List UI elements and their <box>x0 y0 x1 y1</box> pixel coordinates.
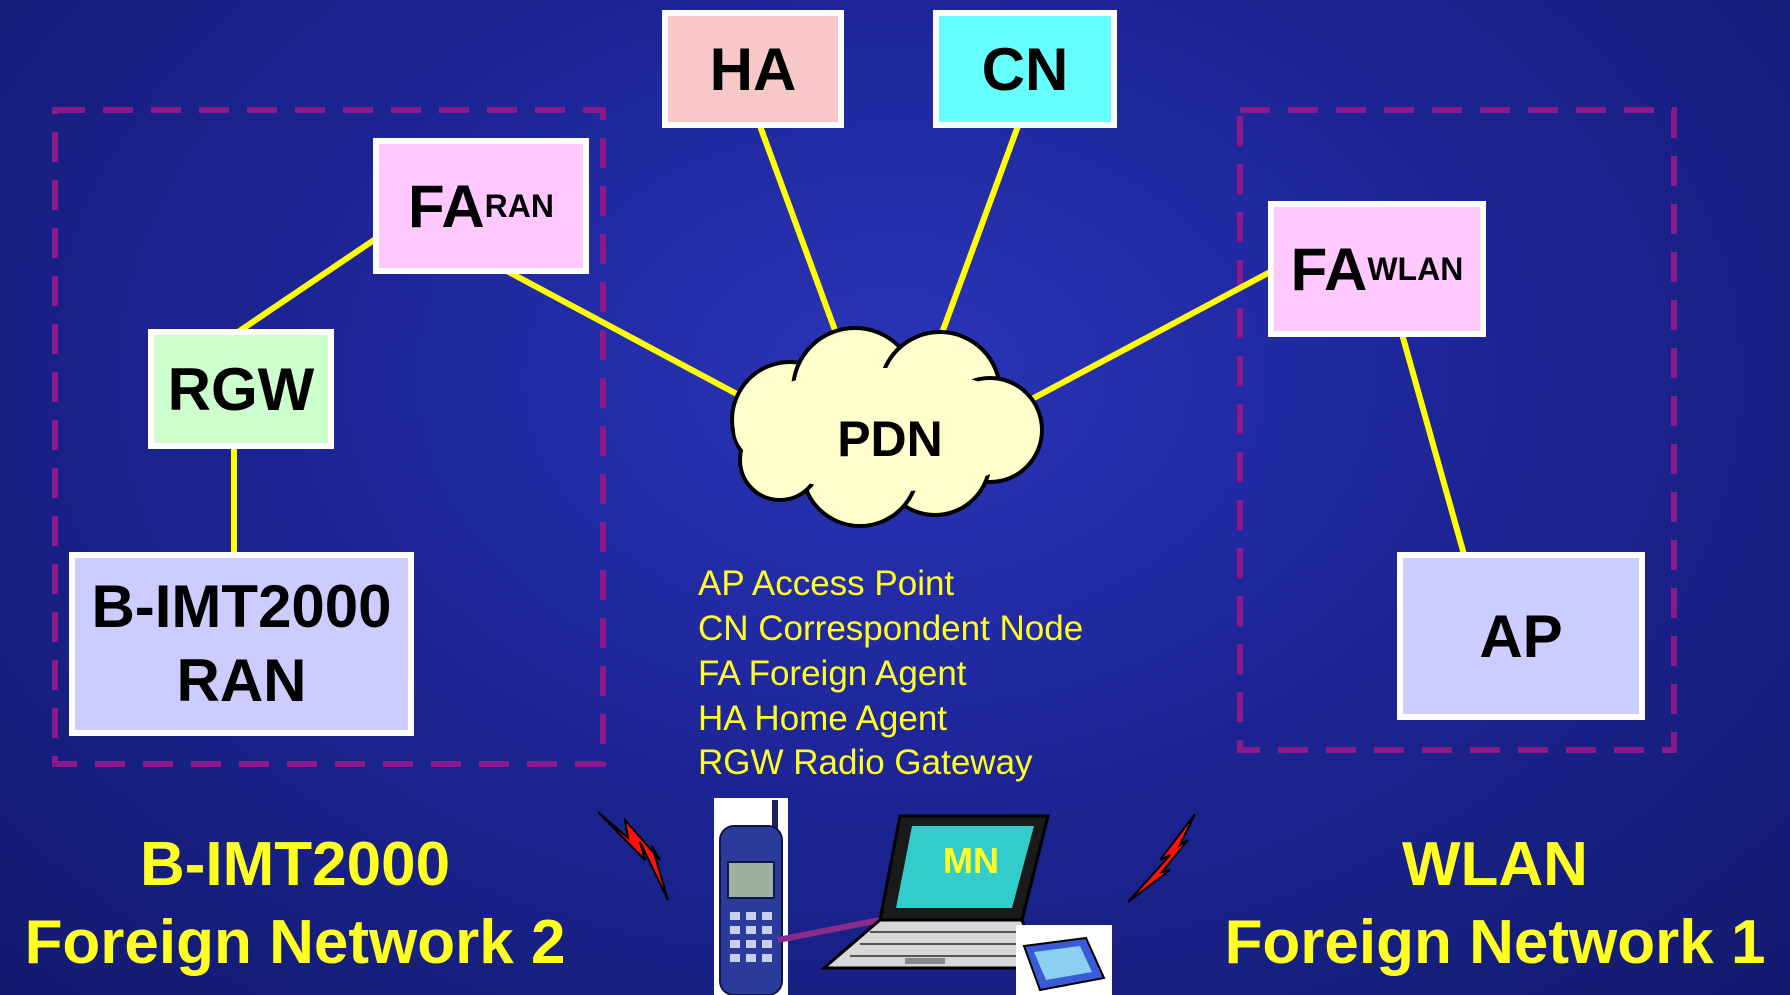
fa-wlan-subscript: WLAN <box>1367 250 1464 287</box>
fa-ran-subscript: RAN <box>484 187 554 224</box>
legend-ap: AP Access Point <box>698 564 955 603</box>
ha-label: HA <box>709 35 797 103</box>
link-fawlan-ap <box>1399 331 1468 561</box>
fa-ran-label: FA <box>408 172 485 240</box>
lightning-icon <box>597 811 669 901</box>
wlan-network-boundary <box>1237 107 1677 753</box>
wlan-card-icon <box>1016 925 1112 995</box>
left-network-title-line2: Foreign Network 2 <box>24 908 566 977</box>
ran-node: B-IMT2000 RAN <box>69 552 414 736</box>
link-ha-pdn <box>757 123 846 355</box>
legend-ha: HA Home Agent <box>698 699 948 738</box>
fa-wlan-label: FA <box>1290 235 1368 303</box>
cn-label: CN <box>981 35 1069 103</box>
pdn-label: PDN <box>837 411 943 467</box>
ap-node: AP <box>1397 552 1645 720</box>
legend-cn: CN Correspondent Node <box>698 609 1084 648</box>
link-faran-rgw <box>229 235 380 339</box>
cn-node: CN <box>933 10 1117 128</box>
right-network-title-line1: WLAN <box>1402 830 1588 899</box>
left-network-title: B-IMT2000 Foreign Network 2 <box>0 826 590 982</box>
mobile-phone-icon <box>714 798 788 995</box>
ha-node: HA <box>662 10 844 128</box>
mn-label: MN <box>943 840 999 881</box>
link-faran-pdn <box>502 267 751 403</box>
legend-fa: FA Foreign Agent <box>698 654 967 693</box>
left-network-title-line1: B-IMT2000 <box>139 830 451 899</box>
phone-cable <box>777 917 881 943</box>
b-imt2000-network-boundary <box>52 107 606 767</box>
right-network-title: WLAN Foreign Network 1 <box>1210 826 1780 982</box>
legend-rgw: RGW Radio Gateway <box>698 743 1033 782</box>
link-fawlan-pdn <box>1027 269 1273 403</box>
rgw-node: RGW <box>148 329 334 449</box>
ran-label-line1: B-IMT2000 <box>91 573 392 640</box>
ap-label: AP <box>1479 602 1563 670</box>
link-cn-pdn <box>932 123 1021 355</box>
lightning-icon <box>1127 813 1196 903</box>
ran-label-line2: RAN <box>176 647 307 714</box>
rgw-label: RGW <box>167 355 315 423</box>
laptop-icon <box>819 814 1050 970</box>
right-network-title-line2: Foreign Network 1 <box>1224 908 1766 977</box>
